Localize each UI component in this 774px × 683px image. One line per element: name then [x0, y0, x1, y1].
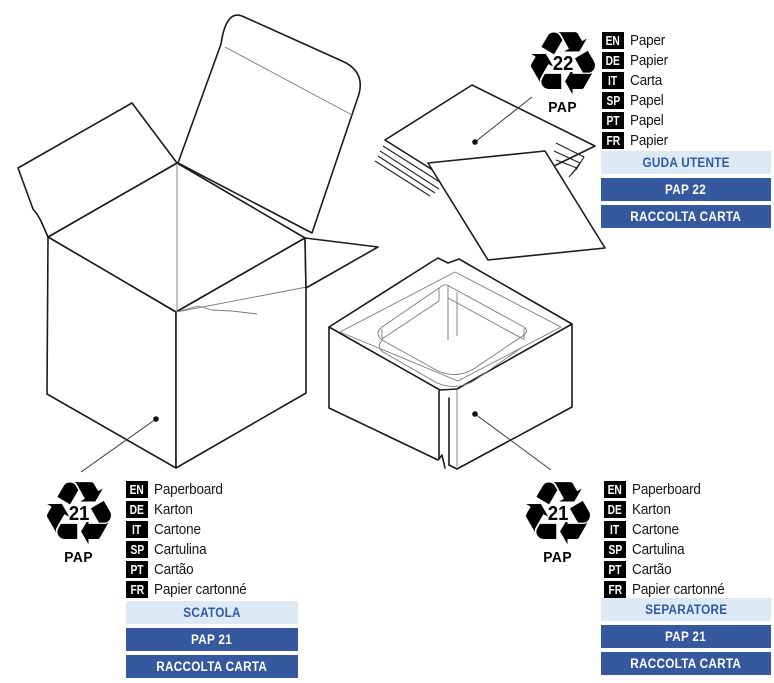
box-illustration — [17, 14, 379, 469]
language-label: Paper — [630, 32, 666, 49]
recycle-icon: ♻ — [39, 464, 119, 563]
language-row: DE Karton — [604, 501, 735, 518]
recycle-material-code: PAP — [542, 549, 573, 566]
language-label: Carta — [630, 72, 663, 89]
language-list-box: EN Paperboard DE Karton IT Cartone SP Ca… — [126, 481, 257, 601]
language-label: Papier cartonné — [632, 581, 725, 598]
language-row: FR Papier cartonné — [604, 581, 735, 598]
language-row: EN Paper — [602, 32, 672, 49]
pap-code-banner: PAP 21 — [601, 625, 771, 648]
language-label: Papier — [630, 132, 668, 149]
recycle-material-text: PAP — [64, 549, 94, 566]
banner-group-user-guide: GUDA UTENTE PAP 22 RACCOLTA CARTA — [601, 151, 771, 232]
language-code-badge: EN — [602, 32, 624, 49]
language-label: Papel — [630, 112, 664, 129]
language-code-badge: EN — [604, 481, 626, 498]
language-code-badge: FR — [604, 581, 626, 598]
language-list-separator: EN Paperboard DE Karton IT Cartone SP Ca… — [604, 481, 735, 601]
collection-banner: RACCOLTA CARTA — [601, 205, 771, 228]
language-list-user-guide: EN Paper DE Papier IT Carta SP Papel PT … — [602, 32, 672, 152]
language-label: Cartão — [632, 561, 672, 578]
language-code-badge: DE — [604, 501, 626, 518]
component-name-banner: SEPARATORE — [601, 598, 771, 621]
component-name-banner: SCATOLA — [126, 601, 298, 624]
recycle-material-code: PAP — [547, 99, 578, 116]
recycle-symbol-pap-21-separator: ♻ 21 PAP — [515, 464, 601, 567]
language-code-badge: PT — [602, 112, 624, 129]
collection-banner: RACCOLTA CARTA — [126, 655, 298, 678]
recycle-symbol-pap-21-box: ♻ 21 PAP — [36, 464, 122, 567]
language-code-badge: SP — [602, 92, 624, 109]
language-row: SP Cartulina — [604, 541, 735, 558]
recycle-material-text: PAP — [548, 99, 578, 116]
language-code-badge: PT — [604, 561, 626, 578]
language-label: Paperboard — [154, 481, 223, 498]
recycle-material-text: PAP — [543, 549, 573, 566]
language-row: IT Carta — [602, 72, 672, 89]
language-label: Papel — [630, 92, 664, 109]
language-row: SP Papel — [602, 92, 672, 109]
language-label: Cartulina — [154, 541, 207, 558]
language-label: Papier — [630, 52, 668, 69]
language-code-badge: DE — [126, 501, 148, 518]
language-row: SP Cartulina — [126, 541, 257, 558]
recycle-number-text: 21 — [68, 503, 90, 525]
banner-group-box: SCATOLA PAP 21 RACCOLTA CARTA — [126, 601, 298, 682]
leader-dot-box — [153, 416, 159, 422]
language-code-badge: FR — [126, 581, 148, 598]
language-label: Cartone — [632, 521, 679, 538]
pap-code-banner: PAP 21 — [126, 628, 298, 651]
leader-dot-separator — [472, 411, 478, 417]
language-code-badge: DE — [602, 52, 624, 69]
recycle-number-text: 21 — [547, 503, 569, 525]
leader-line-separator — [474, 413, 552, 471]
language-row: FR Papier — [602, 132, 672, 149]
recycle-icon: ♻ — [523, 14, 603, 113]
paper-stack-illustration — [374, 84, 606, 261]
separator-tray-illustration — [328, 257, 573, 470]
recycle-number: 22 — [520, 53, 606, 76]
language-row: PT Cartão — [126, 561, 257, 578]
language-label: Cartulina — [632, 541, 685, 558]
recycle-symbol-pap-22: ♻ 22 PAP — [520, 14, 606, 117]
language-code-badge: SP — [604, 541, 626, 558]
leader-dot-user-guide — [472, 139, 478, 145]
language-label: Paperboard — [632, 481, 701, 498]
recycle-number: 21 — [515, 503, 601, 526]
language-row: PT Cartão — [604, 561, 735, 578]
recycle-material-code: PAP — [63, 549, 94, 566]
language-row: DE Karton — [126, 501, 257, 518]
language-label: Cartone — [154, 521, 201, 538]
language-code-badge: EN — [126, 481, 148, 498]
language-row: FR Papier cartonné — [126, 581, 257, 598]
recycle-icon: ♻ — [518, 464, 598, 563]
language-code-badge: FR — [602, 132, 624, 149]
language-code-badge: IT — [126, 521, 148, 538]
language-row: PT Papel — [602, 112, 672, 129]
language-label: Cartão — [154, 561, 194, 578]
leader-line-user-guide — [474, 96, 533, 143]
banner-group-separator: SEPARATORE PAP 21 RACCOLTA CARTA — [601, 598, 771, 679]
language-label: Papier cartonné — [154, 581, 247, 598]
component-name-banner: GUDA UTENTE — [601, 151, 771, 174]
language-code-badge: SP — [126, 541, 148, 558]
language-code-badge: IT — [602, 72, 624, 89]
language-row: IT Cartone — [126, 521, 257, 538]
language-label: Karton — [154, 501, 193, 518]
language-row: EN Paperboard — [126, 481, 257, 498]
language-row: EN Paperboard — [604, 481, 735, 498]
language-row: DE Papier — [602, 52, 672, 69]
language-code-badge: PT — [126, 561, 148, 578]
language-label: Karton — [632, 501, 671, 518]
pap-code-banner: PAP 22 — [601, 178, 771, 201]
recycle-number: 21 — [36, 503, 122, 526]
leader-line-box — [80, 418, 157, 473]
language-row: IT Cartone — [604, 521, 735, 538]
leader-lines — [80, 96, 552, 473]
language-code-badge: IT — [604, 521, 626, 538]
recycle-number-text: 22 — [552, 53, 574, 75]
collection-banner: RACCOLTA CARTA — [601, 652, 771, 675]
